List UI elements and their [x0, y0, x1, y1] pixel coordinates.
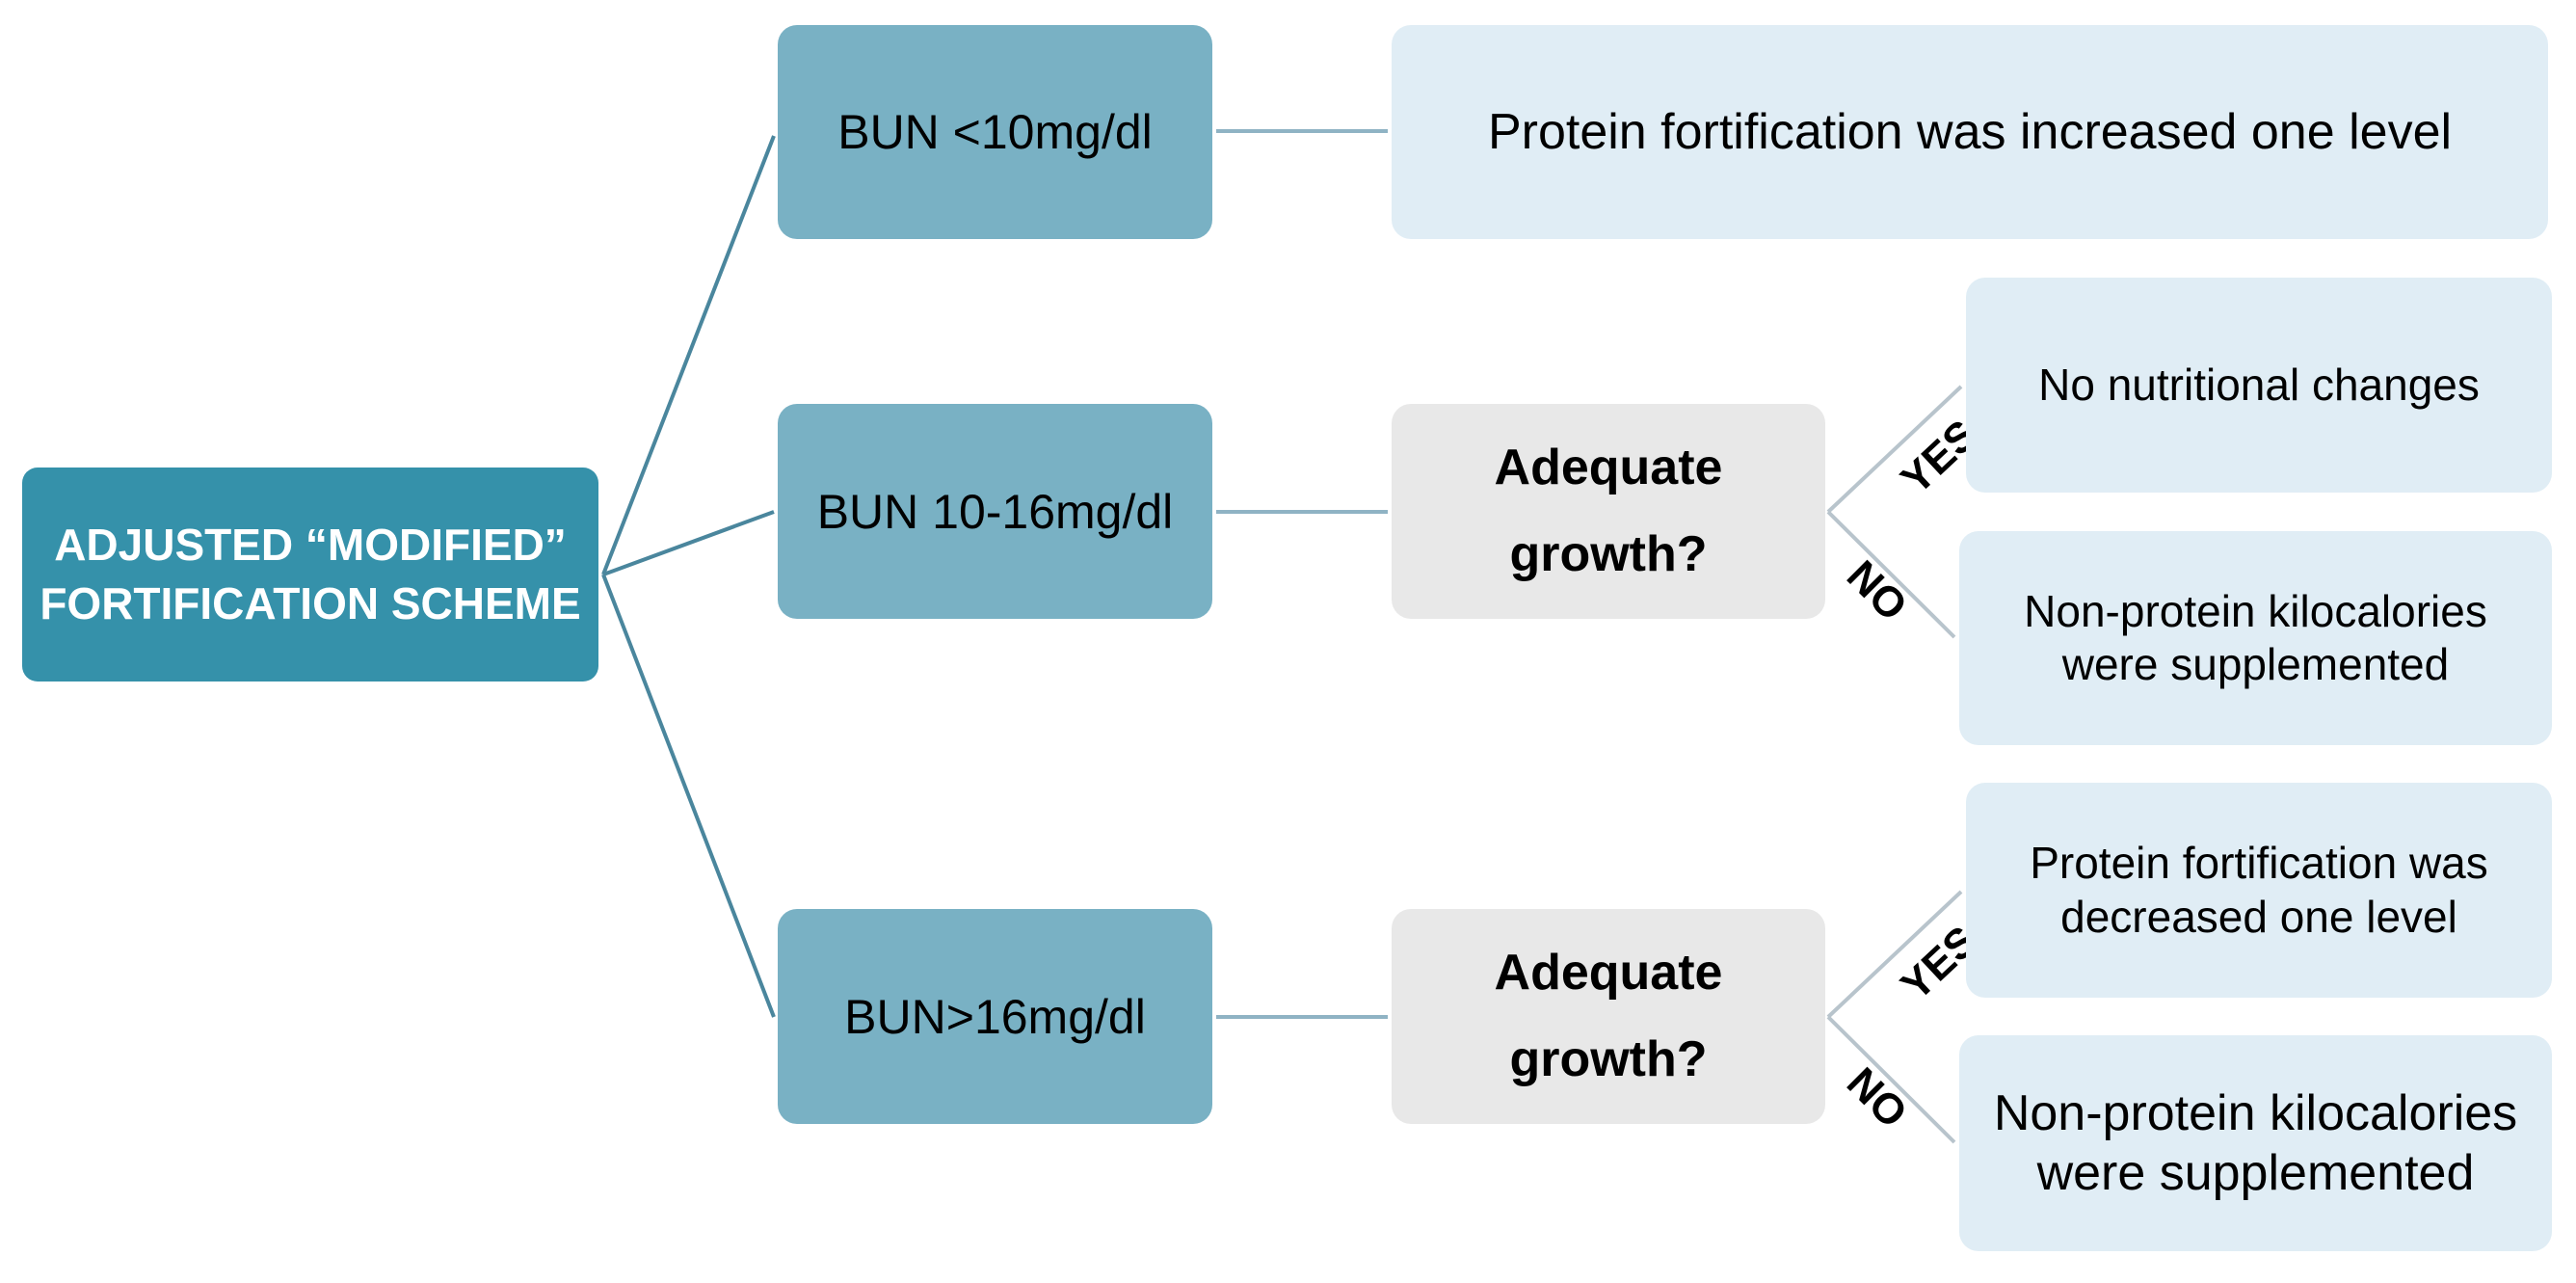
root-node-fortification-scheme: ADJUSTED “MODIFIED” FORTIFICATION SCHEME — [22, 468, 598, 682]
root-node-line-1: ADJUSTED “MODIFIED” — [54, 520, 567, 571]
connector-high-no — [1826, 1015, 1956, 1144]
connector-root-to-bun-low — [601, 135, 776, 575]
bun-node-high: BUN>16mg/dl — [778, 909, 1212, 1124]
outcome-node-low-bun-text: Protein fortification was increased one … — [1487, 103, 2453, 160]
question-node-high: Adequate growth? — [1392, 909, 1825, 1124]
outcome-node-mid-yes: No nutritional changes — [1966, 278, 2552, 493]
bun-node-mid-label: BUN 10-16mg/dl — [816, 484, 1174, 539]
question-node-mid-line-2: growth? — [1509, 525, 1708, 582]
outcome-node-high-yes-line-2: decreased one level — [2060, 891, 2457, 942]
bun-node-mid: BUN 10-16mg/dl — [778, 404, 1212, 619]
connector-high-yes — [1826, 890, 1963, 1019]
outcome-node-high-yes: Protein fortification was decreased one … — [1966, 783, 2552, 998]
connector-root-to-bun-high — [601, 574, 776, 1018]
connector-mid-no — [1826, 510, 1956, 639]
question-node-mid: Adequate growth? — [1392, 404, 1825, 619]
outcome-node-low-bun: Protein fortification was increased one … — [1392, 25, 2548, 239]
outcome-node-high-no-line-2: were supplemented — [2036, 1145, 2475, 1201]
bun-node-low: BUN <10mg/dl — [778, 25, 1212, 239]
outcome-node-high-no-line-1: Non-protein kilocalories — [1993, 1084, 2518, 1141]
connector-root-to-bun-mid — [602, 510, 775, 576]
connector-mid-yes — [1826, 385, 1963, 514]
root-node-line-2: FORTIFICATION SCHEME — [40, 578, 581, 628]
outcome-node-mid-no-line-1: Non-protein kilocalories — [2024, 585, 2487, 636]
outcome-node-mid-yes-text: No nutritional changes — [2038, 359, 2480, 410]
bun-node-high-label: BUN>16mg/dl — [844, 989, 1146, 1044]
question-node-high-line-1: Adequate — [1494, 945, 1723, 1002]
branch-label-no-high: NO — [1838, 1058, 1916, 1136]
question-node-mid-line-1: Adequate — [1494, 440, 1723, 496]
outcome-node-high-yes-line-1: Protein fortification was — [2030, 838, 2488, 889]
outcome-node-mid-no-line-2: were supplemented — [2061, 639, 2450, 689]
bun-node-low-label: BUN <10mg/dl — [837, 105, 1153, 159]
outcome-node-mid-no: Non-protein kilocalories were supplement… — [1959, 531, 2552, 745]
branch-label-no-mid: NO — [1838, 551, 1916, 629]
outcome-node-high-no: Non-protein kilocalories were supplement… — [1959, 1035, 2552, 1251]
question-node-high-line-2: growth? — [1509, 1030, 1708, 1087]
